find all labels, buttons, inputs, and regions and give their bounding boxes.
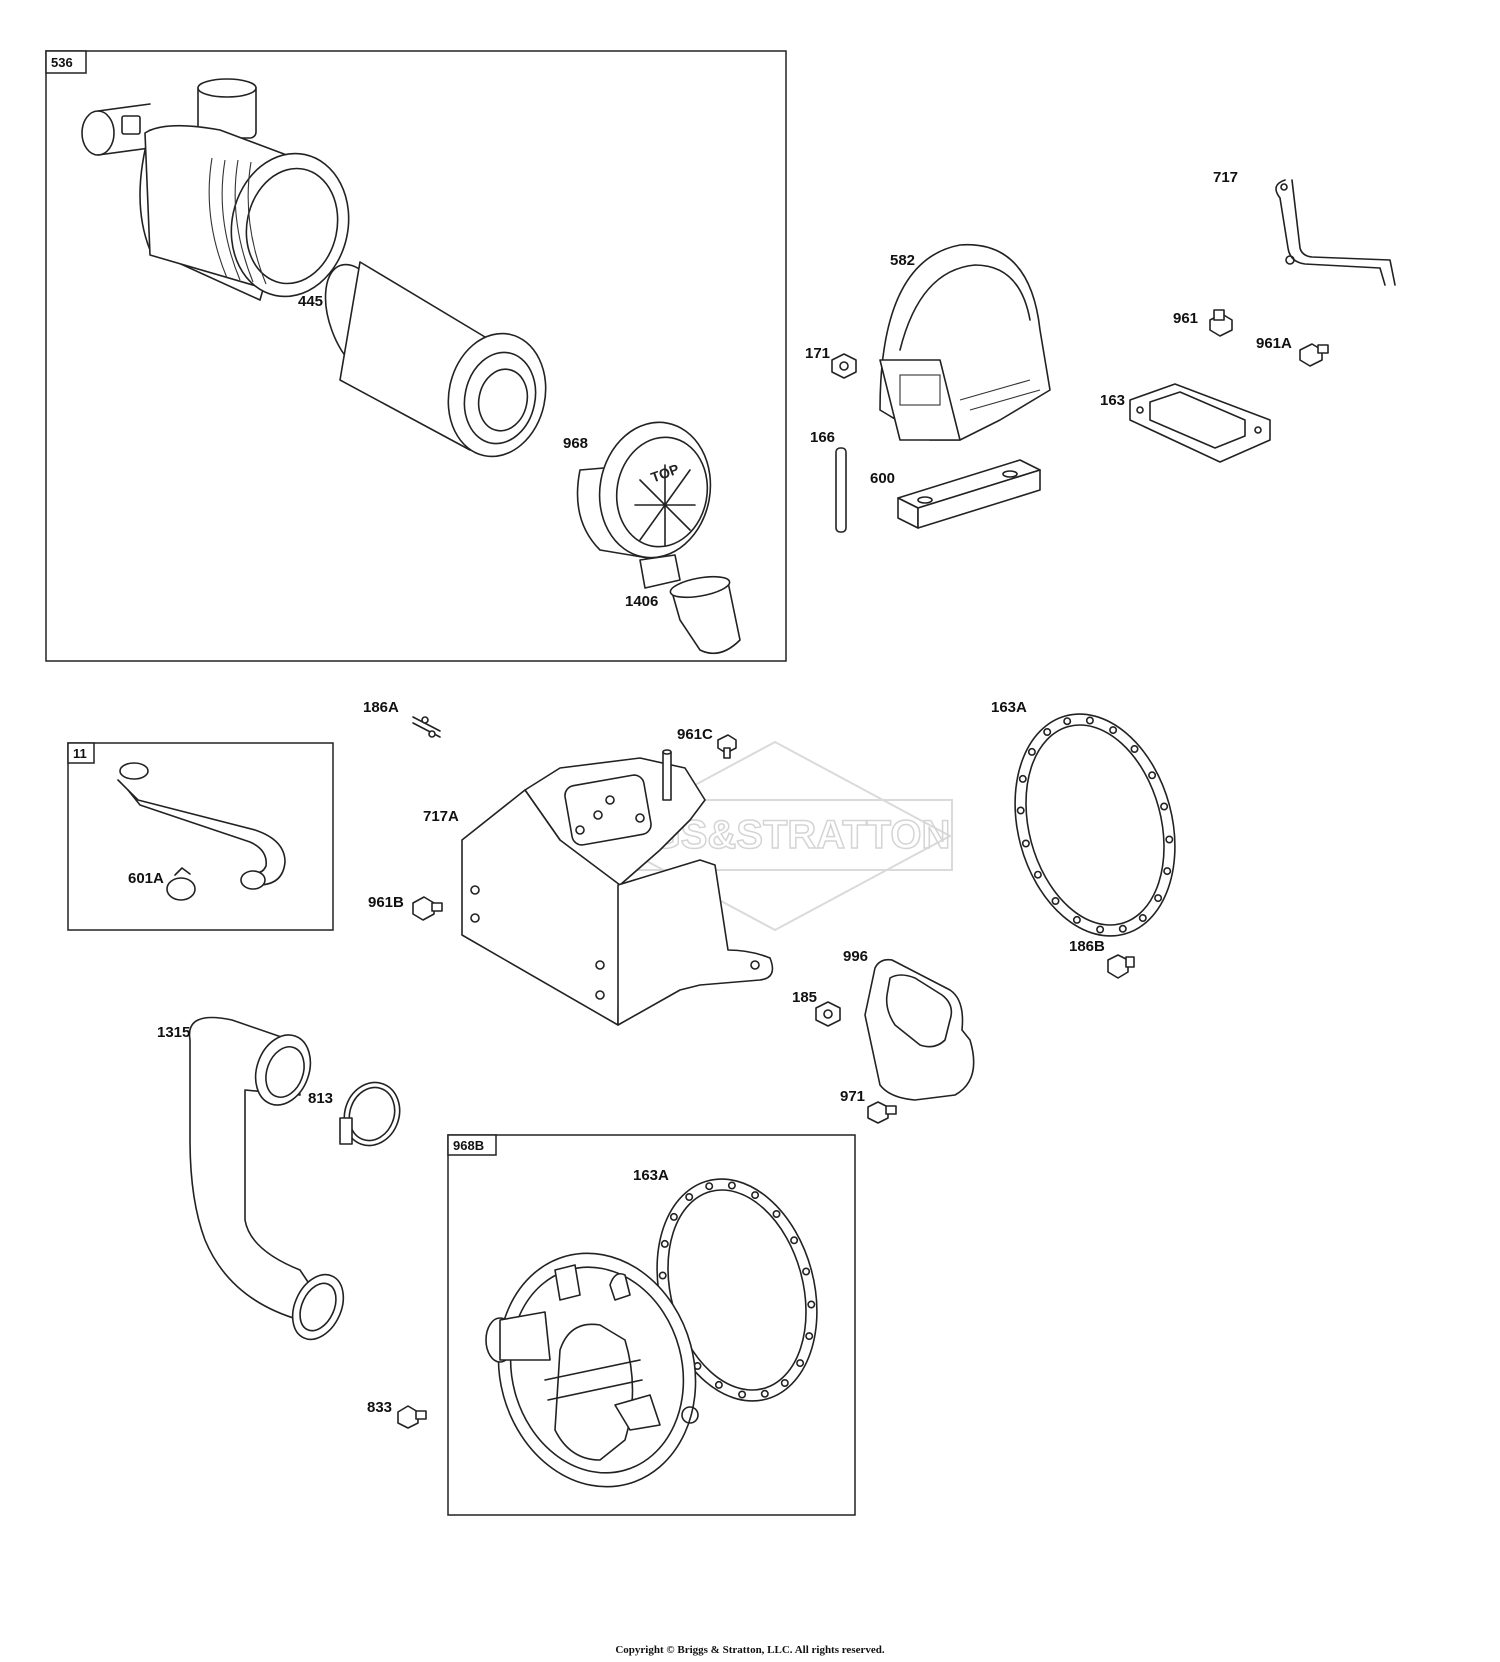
gasket-996-drawing [864,958,975,1101]
gasket-bolt-hole [802,1267,811,1276]
gasket-bolt-hole [796,1359,805,1368]
part-label-163: 163 [1100,392,1125,409]
gasket-bolt-hole [807,1300,816,1309]
gasket-bolt-hole [1072,915,1081,924]
gasket-bolt-hole [1154,894,1163,903]
gasket-bolt-hole [780,1379,789,1388]
part-label-717: 717 [1213,169,1238,186]
part-label-186A: 186A [363,699,399,716]
gasket-bolt-hole [1021,839,1030,848]
part-label-171: 171 [805,345,830,362]
gasket-bolt-hole [772,1210,781,1219]
gasket-bolt-hole [1165,835,1174,844]
gasket-bolt-hole [658,1271,667,1280]
clamp-813-drawing [339,1081,401,1147]
gasket-bolt-hole [1085,716,1094,725]
part-label-996: 996 [843,948,868,965]
part-label-971: 971 [840,1088,865,1105]
part-label-163A-box: 163A [633,1167,669,1184]
assembly-box-536 [45,50,787,662]
air-cleaner-cover-drawing: TOP [576,421,712,589]
part-label-600: 600 [870,470,895,487]
gasket-bolt-hole [1148,771,1157,780]
part-label-968: 968 [563,435,588,452]
gasket-bolt-hole [751,1191,760,1200]
gasket-163A-box-drawing [656,1178,818,1402]
part-label-833: 833 [367,1399,392,1416]
assembly-box-label-11: 11 [73,746,87,761]
gasket-bolt-hole [1063,717,1072,726]
gasket-bolt-hole [1163,867,1172,876]
vacuator-valve-drawing [669,575,741,655]
air-cleaner-mount-bracket-drawing [879,243,1051,441]
part-label-961: 961 [1173,310,1198,327]
gasket-bolt-hole [1027,747,1036,756]
gasket-bolt-hole [790,1236,799,1245]
clip-186A-drawing [412,716,441,738]
bolt-833-drawing [397,1405,427,1429]
part-label-1315: 1315 [157,1024,190,1041]
nut-171-drawing [831,353,857,379]
gasket-bolt-hole [705,1182,714,1191]
part-label-601A: 601A [128,870,164,887]
gasket-bolt-hole [714,1380,723,1389]
bolt-971-drawing [867,1101,897,1124]
gasket-bolt-hole [738,1390,747,1399]
air-cleaner-body-968B-drawing [485,1252,699,1488]
part-label-961C: 961C [677,726,713,743]
gasket-bolt-hole [669,1212,678,1221]
filter-element-drawing [324,261,547,458]
screw-186B-drawing [1107,954,1135,979]
part-label-163A-upper: 163A [991,699,1027,716]
gasket-bolt-hole [760,1389,769,1398]
gasket-bolt-hole [1138,913,1147,922]
gasket-bolt-hole [1096,925,1105,934]
gasket-163A-drawing [1014,713,1176,937]
part-label-961B: 961B [368,894,404,911]
gasket-bolt-hole [1160,802,1169,811]
part-label-186B: 186B [1069,938,1105,955]
gasket-bolt-hole [1018,774,1027,783]
bolt-961C-drawing [717,734,737,759]
bracket-717-drawing [1275,179,1396,286]
nut-185-drawing [815,1001,841,1027]
gasket-163-drawing [1129,383,1271,463]
spacer-block-600-drawing [897,459,1041,529]
part-label-166: 166 [810,429,835,446]
part-label-185: 185 [792,989,817,1006]
part-label-582: 582 [890,252,915,269]
bolt-961-drawing [1209,309,1233,337]
pin-166-drawing [835,447,847,533]
gasket-bolt-hole [1051,896,1060,905]
gasket-bolt-hole [1033,870,1042,879]
assembly-box-968B [447,1134,856,1516]
part-label-717A: 717A [423,808,459,825]
air-cleaner-housing-drawing [81,78,350,301]
bolt-961B-drawing [412,896,443,921]
bolt-961A-drawing [1299,343,1329,367]
part-label-445: 445 [298,293,323,310]
hose-1315-drawing [188,1016,345,1341]
gasket-bolt-hole [1016,806,1025,815]
gasket-bolt-hole [805,1332,814,1341]
gasket-bolt-hole [1043,727,1052,736]
bracket-717A-drawing [461,749,774,1026]
gasket-bolt-hole [1130,744,1139,753]
copyright-text: Copyright © Briggs & Stratton, LLC. All … [615,1644,885,1656]
part-label-813: 813 [308,1090,333,1107]
assembly-box-label-968B: 968B [453,1138,484,1153]
gasket-bolt-hole [1118,924,1127,933]
clamp-601A-drawing [166,867,196,901]
gasket-bolt-hole [1109,726,1118,735]
part-label-1406: 1406 [625,593,658,610]
gasket-bolt-hole [660,1239,669,1248]
gasket-bolt-hole [727,1181,736,1190]
gasket-bolt-hole [685,1193,694,1202]
assembly-box-11 [67,742,334,931]
part-label-961A: 961A [1256,335,1292,352]
assembly-box-label-536: 536 [51,55,73,70]
hose-assembly-11-drawing [117,762,286,890]
